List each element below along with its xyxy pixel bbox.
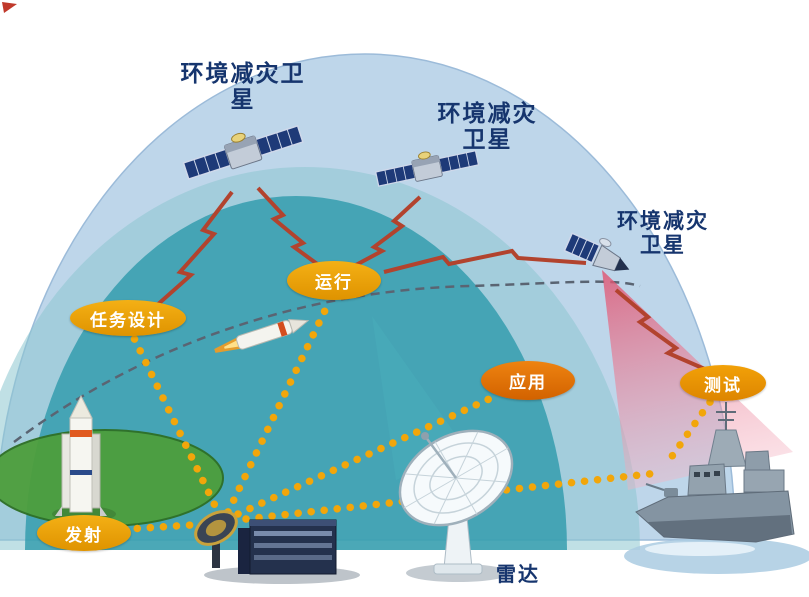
satellite-1-label: 环境减灾卫 星 [158,60,328,113]
satellite-3-label-line2: 卫星 [640,234,686,258]
ship-icon [624,402,809,574]
bolt-sat3-to-test [614,288,708,372]
ground-station-building [204,519,360,584]
bolt-operation-to-sat3 [383,248,587,274]
bolt-sat2-to-operation [353,195,422,268]
stage-badge-application: 应用 [481,361,575,400]
link-station-to-operation [224,296,334,516]
radar-dish-icon [398,429,514,582]
corner-mark [2,2,17,13]
bolt-sat1-to-mission-design [154,190,234,308]
stage-badge-launch: 发射 [37,515,131,551]
satellite-2-label-line2: 卫星 [462,126,513,153]
flying-rocket-icon [214,319,310,353]
station-dish-icon [194,510,238,568]
stage-badge-operation: 运行 [287,261,381,300]
satellite-1-label-line2: 星 [230,86,256,113]
satellite-2-label-line1: 环境减灾 [437,100,538,126]
stage-badge-mission-design: 任务设计 [70,300,186,336]
link-station-to-application [234,390,504,518]
satellite-2-label: 环境减灾 卫星 [420,100,555,153]
stage-badge-test: 测试 [680,365,766,401]
trajectory-arc [13,280,641,444]
satellite-3-icon [563,232,630,272]
link-test-to-ship [664,398,714,466]
satellite-3-label-line1: 环境减灾 [617,210,709,233]
bolt-sat1-to-operation [256,186,322,268]
radar-label: 雷达 [496,564,540,586]
satellite-1-label-line1: 环境减灾卫 [180,60,306,86]
satellite-3-label: 环境减灾 卫星 [608,210,718,258]
signal-bolts [154,186,708,372]
